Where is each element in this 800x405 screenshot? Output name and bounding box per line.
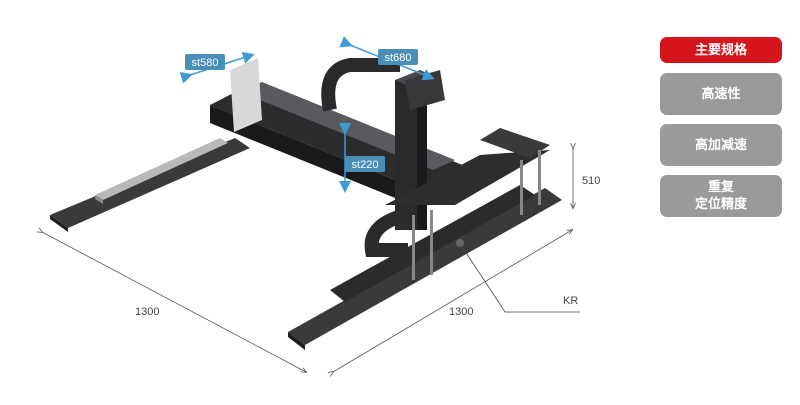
tab-high-acceleration-label: 高加减速 <box>694 137 747 153</box>
dimension-width-right: 1300 <box>449 306 473 318</box>
tab-high-speed[interactable]: 高速性 <box>660 73 782 115</box>
stroke-tag-y: st680 <box>378 49 418 65</box>
stroke-label-z: st220 <box>352 159 379 171</box>
stroke-tag-x: st580 <box>185 54 225 70</box>
z-axis-column <box>395 70 445 230</box>
kr-callout-label: KR <box>563 295 578 307</box>
tab-main-specs-label: 主要规格 <box>694 42 747 58</box>
stroke-tag-z: st220 <box>345 156 385 172</box>
tab-repeatability-label-1: 重复 <box>707 180 734 195</box>
dimension-width-left: 1300 <box>135 306 159 318</box>
tab-repeatability-label-2: 定位精度 <box>694 197 747 212</box>
kr-leader-line <box>460 244 580 313</box>
stroke-label-x: st580 <box>192 57 219 69</box>
dimension-height: 510 <box>582 175 600 187</box>
tab-main-specs[interactable]: 主要规格 <box>660 37 782 63</box>
stroke-label-y: st680 <box>385 52 412 64</box>
tab-high-speed-label: 高速性 <box>701 86 741 102</box>
tab-high-acceleration[interactable]: 高加减速 <box>660 124 782 166</box>
tab-repeatability[interactable]: 重复 定位精度 <box>660 175 782 217</box>
